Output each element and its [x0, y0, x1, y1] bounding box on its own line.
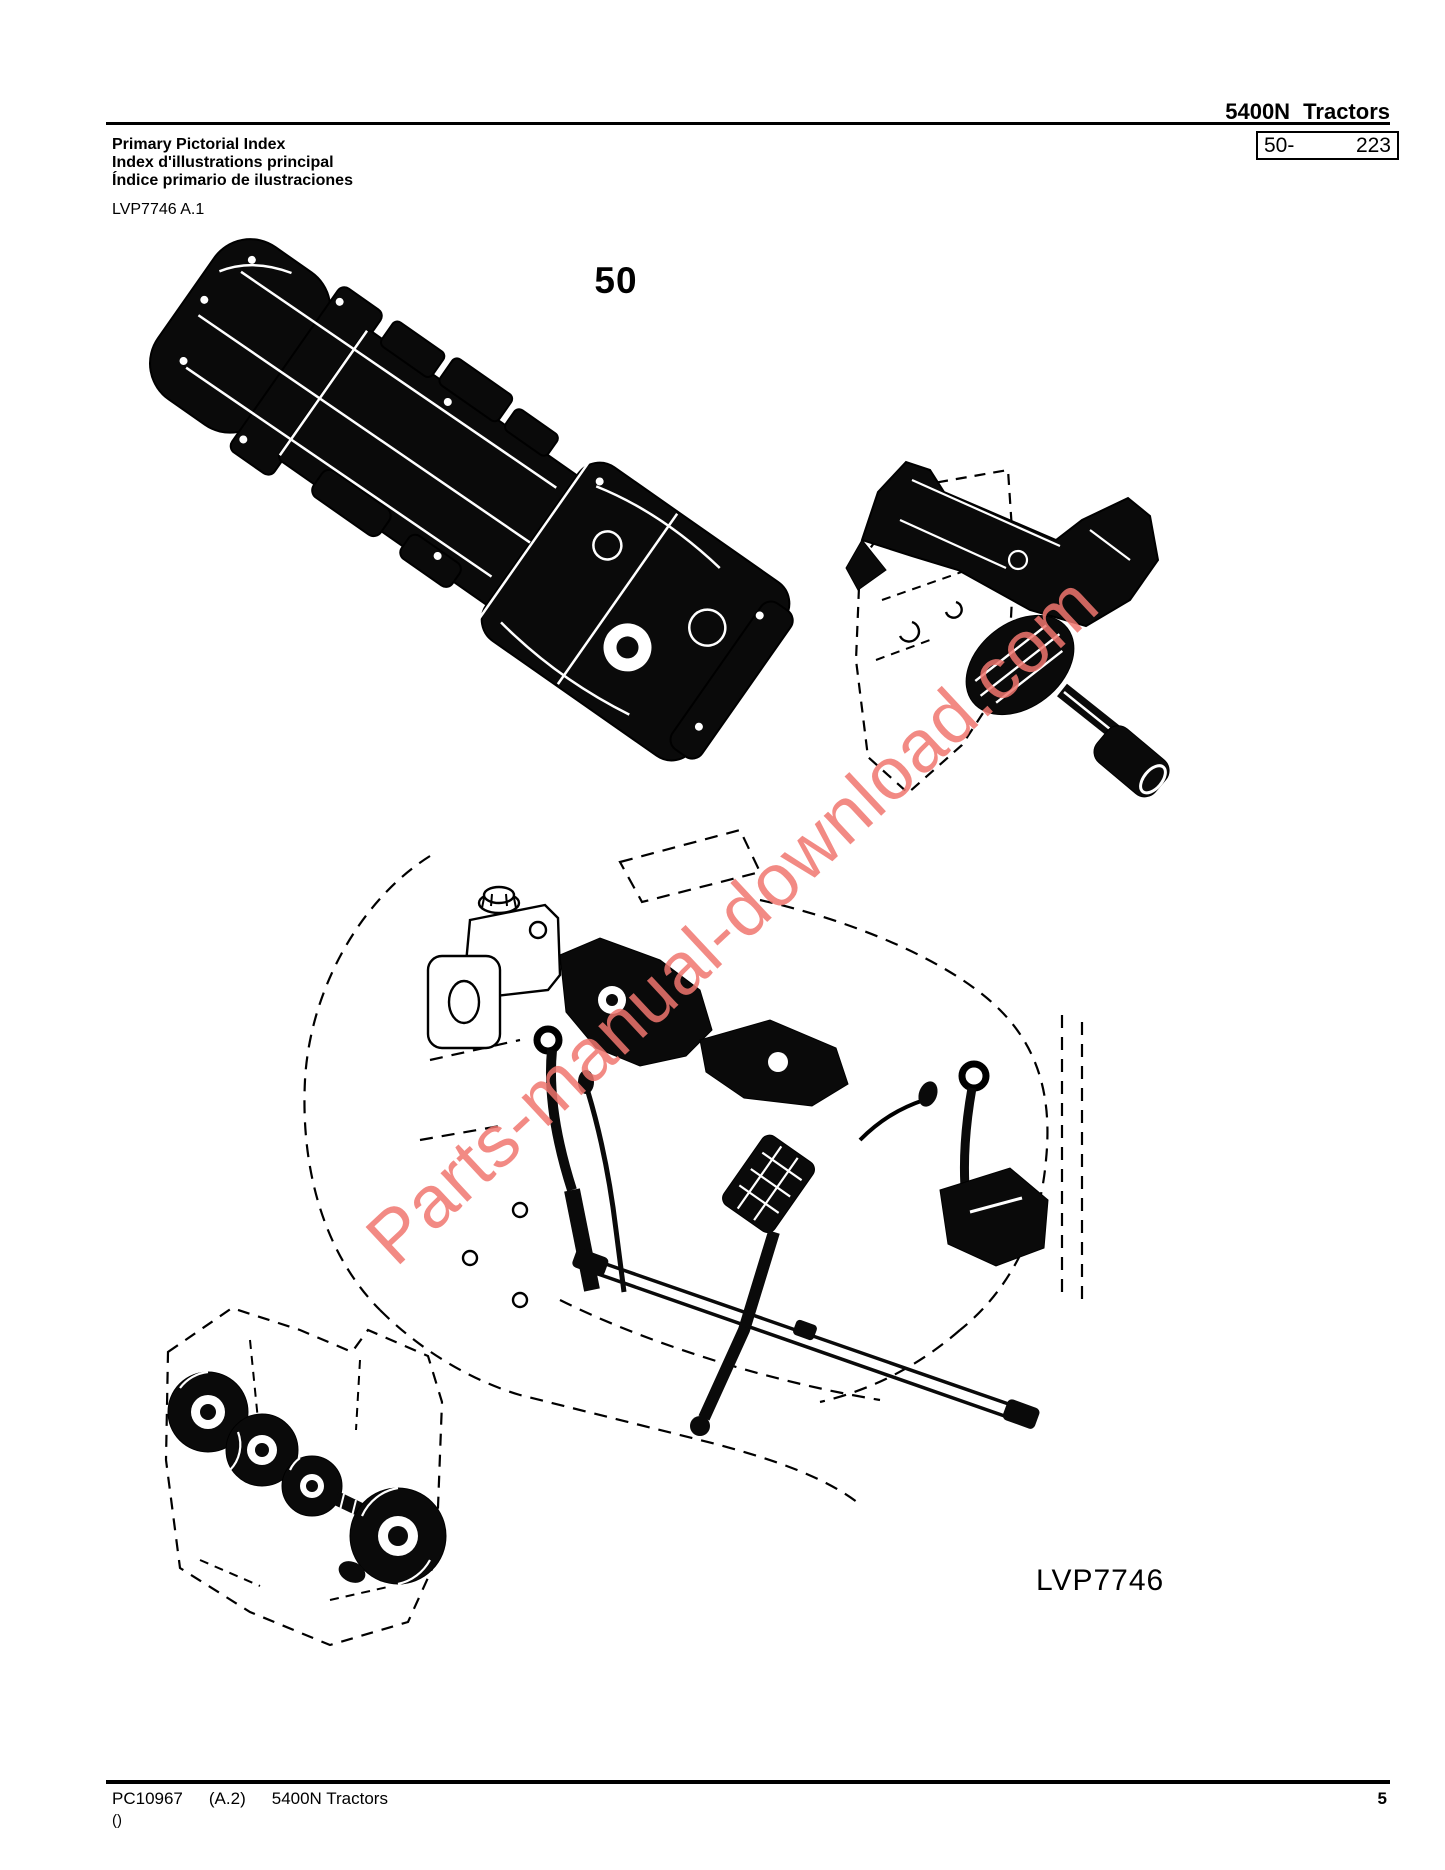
countershaft-gears-illustration — [164, 1306, 447, 1647]
title-block: Primary Pictorial Index Index d'illustra… — [112, 136, 353, 190]
footer-page-number: 5 — [1377, 1789, 1387, 1808]
control-linkage-illustration — [303, 828, 1084, 1507]
footer-revision: (A.2) — [208, 1789, 246, 1808]
title-spanish: Índice primario de ilustraciones — [112, 172, 353, 189]
footer-publication: PC10967 — [112, 1789, 183, 1808]
header-rule — [106, 122, 1390, 125]
figure-caption-code: LVP7746 — [1036, 1564, 1165, 1597]
pto-assembly-illustration — [845, 460, 1170, 798]
title-english: Primary Pictorial Index — [112, 136, 286, 153]
section-page-box: 50- 223 — [1256, 131, 1399, 160]
section-number: 223 — [1355, 133, 1391, 157]
footer-rule — [106, 1780, 1390, 1784]
footer-line: PC10967 (A.2) 5400N Tractors 5 — [112, 1789, 1387, 1809]
header-model-title: 5400N Tractors — [1225, 99, 1390, 124]
transmission-illustration — [149, 238, 794, 762]
title-french: Index d'illustrations principal — [112, 154, 334, 171]
revision-code: LVP7746 A.1 — [112, 201, 205, 218]
footer-model: 5400N Tractors — [271, 1789, 388, 1808]
footer-suffix: () — [112, 1812, 122, 1829]
figure-number: 50 — [594, 260, 638, 301]
section-prefix: 50- — [1264, 133, 1295, 157]
